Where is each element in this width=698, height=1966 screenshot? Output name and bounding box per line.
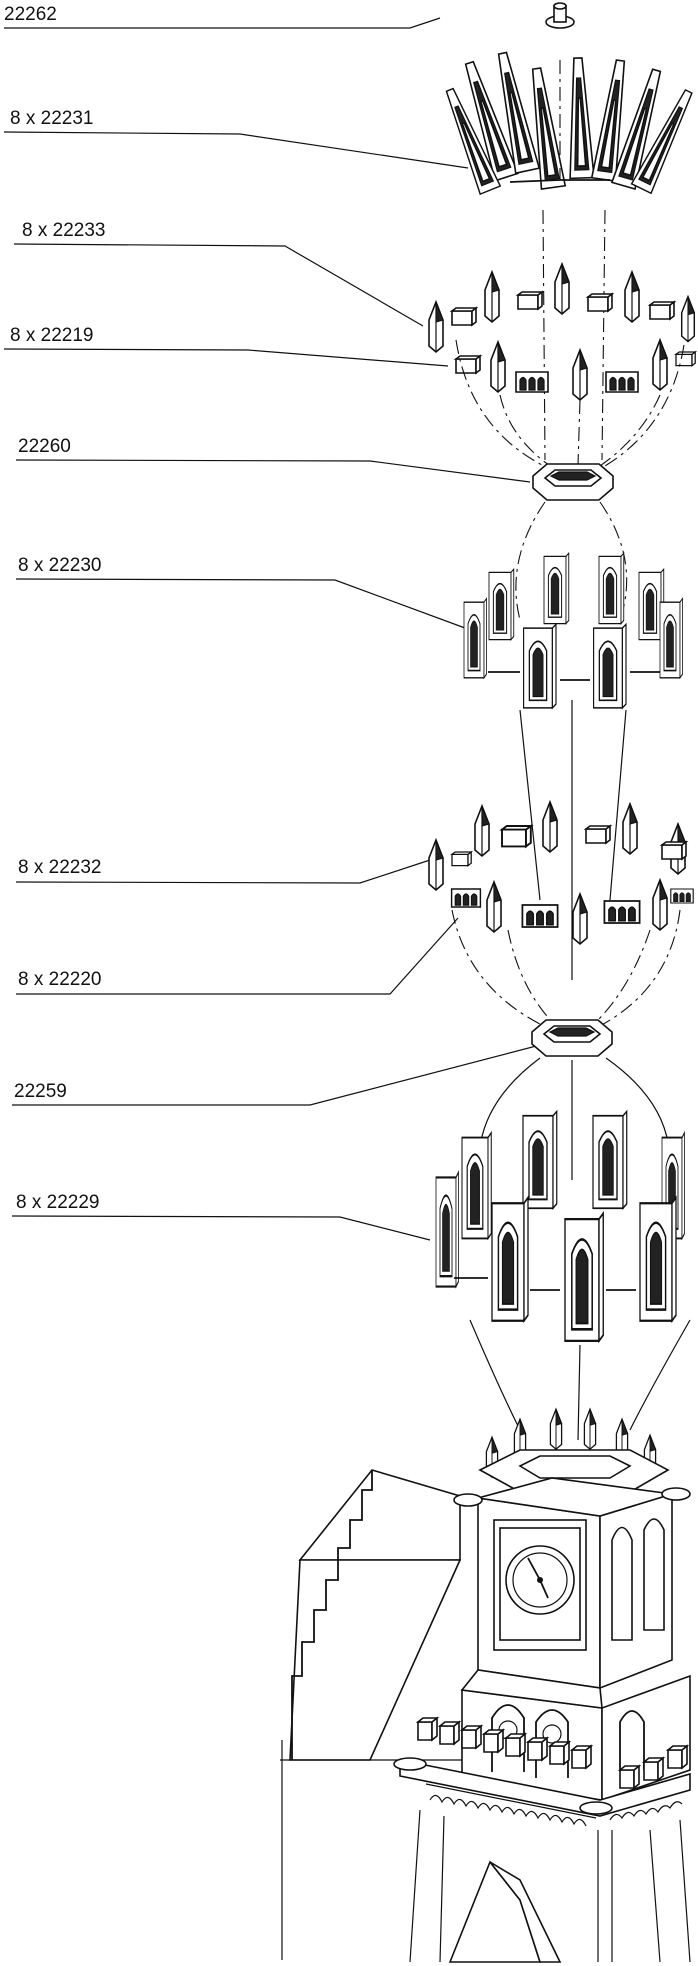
- label-22219: 8 x 22219: [3, 325, 449, 367]
- converging-arcs-lower: [451, 909, 681, 1029]
- leader-line-22219: [3, 348, 449, 367]
- label-text-22262: 22262: [4, 4, 57, 25]
- ring-22259-part: [531, 1019, 613, 1057]
- ring-22260-part: [532, 463, 614, 501]
- tower-base: [280, 1408, 691, 1963]
- finial-part: [545, 2, 575, 29]
- tower-crown: [478, 1408, 670, 1493]
- label-text-22260: 22260: [18, 436, 71, 457]
- leader-line-22220: [16, 917, 459, 995]
- guide-lines-bottom: [469, 1319, 691, 1441]
- roof-panels: [439, 50, 698, 195]
- leader-line-22260: [15, 459, 531, 483]
- label-text-22259: 22259: [14, 1081, 67, 1102]
- label-22262: 22262: [4, 4, 441, 29]
- label-22260: 22260: [15, 436, 531, 483]
- leader-line-22231: [3, 131, 469, 169]
- clock-face-icon: [505, 1545, 575, 1615]
- upper-window-panels: [463, 552, 684, 709]
- leader-line-22232: [15, 859, 431, 884]
- label-22231: 8 x 22231: [3, 108, 469, 169]
- label-text-22230: 8 x 22230: [18, 555, 101, 576]
- guide-lines-lower-mid: [478, 1057, 671, 1181]
- leader-line-22259: [12, 1044, 541, 1106]
- battlements: [393, 1717, 691, 1817]
- label-22233: 8 x 22233: [13, 220, 424, 327]
- label-text-22229: 8 x 22229: [16, 1192, 99, 1213]
- guide-lines-upper: [542, 60, 606, 461]
- label-text-22232: 8 x 22232: [18, 857, 101, 878]
- lower-window-panels: [434, 1110, 686, 1343]
- leader-line-22233: [13, 243, 424, 327]
- label-text-22233: 8 x 22233: [22, 220, 105, 241]
- leader-line-22262: [4, 17, 441, 29]
- guide-lines-long: [519, 700, 627, 980]
- label-text-22219: 8 x 22219: [10, 325, 93, 346]
- label-22220: 8 x 22220: [16, 917, 459, 995]
- label-22229: 8 x 22229: [11, 1192, 431, 1241]
- leader-line-22230: [15, 578, 466, 629]
- leader-line-22229: [11, 1215, 431, 1241]
- upper-pinnacle-row: [428, 263, 696, 401]
- label-22259: 22259: [12, 1044, 541, 1106]
- label-22232: 8 x 22232: [15, 857, 431, 884]
- label-text-22231: 8 x 22231: [10, 108, 93, 129]
- corbel-arcade: [425, 1783, 683, 1827]
- converging-arcs-upper: [455, 339, 685, 471]
- label-text-22220: 8 x 22220: [18, 969, 101, 990]
- label-22230: 8 x 22230: [15, 555, 466, 629]
